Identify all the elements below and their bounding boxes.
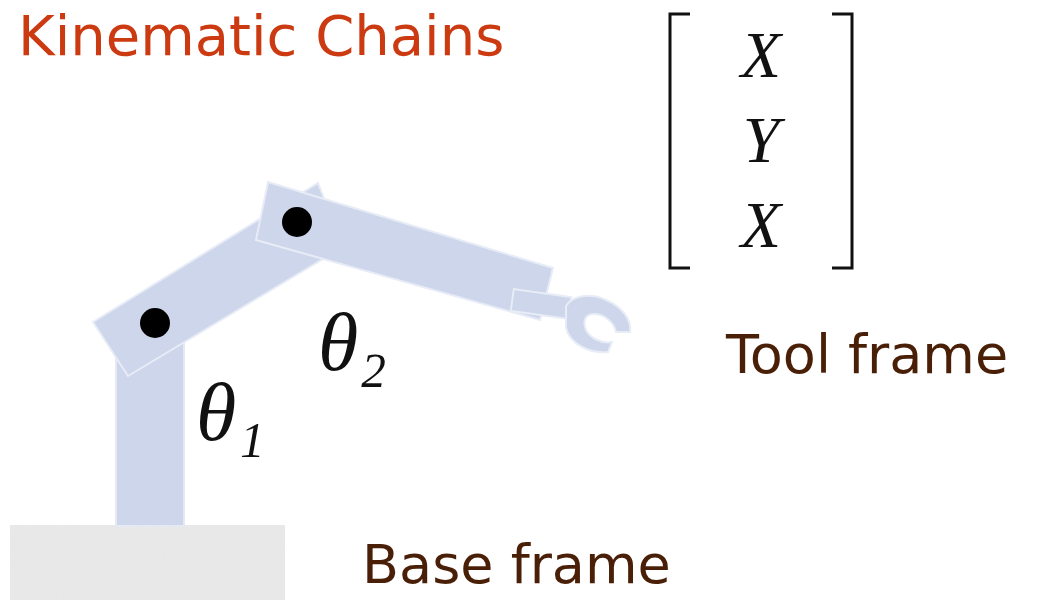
wrist bbox=[511, 289, 571, 319]
frame-label: Tool frame bbox=[726, 328, 1008, 382]
joint-angle: θ₁ bbox=[196, 372, 265, 454]
joint-one bbox=[140, 308, 170, 338]
matrix-entry: Y bbox=[743, 107, 780, 173]
matrix-entry: X bbox=[741, 22, 781, 88]
joint-angle: θ₂ bbox=[318, 302, 387, 384]
base-texture bbox=[10, 525, 285, 600]
title: Kinematic Chains bbox=[18, 8, 504, 64]
matrix-bracket-right bbox=[832, 14, 852, 268]
gripper bbox=[566, 296, 630, 353]
frame-label: Base frame bbox=[362, 538, 671, 592]
link-one bbox=[93, 183, 343, 376]
base-block bbox=[10, 525, 285, 600]
matrix-entry: X bbox=[741, 192, 781, 258]
matrix-bracket-left bbox=[670, 14, 690, 268]
link-two bbox=[256, 182, 553, 320]
joint-two bbox=[282, 207, 312, 237]
